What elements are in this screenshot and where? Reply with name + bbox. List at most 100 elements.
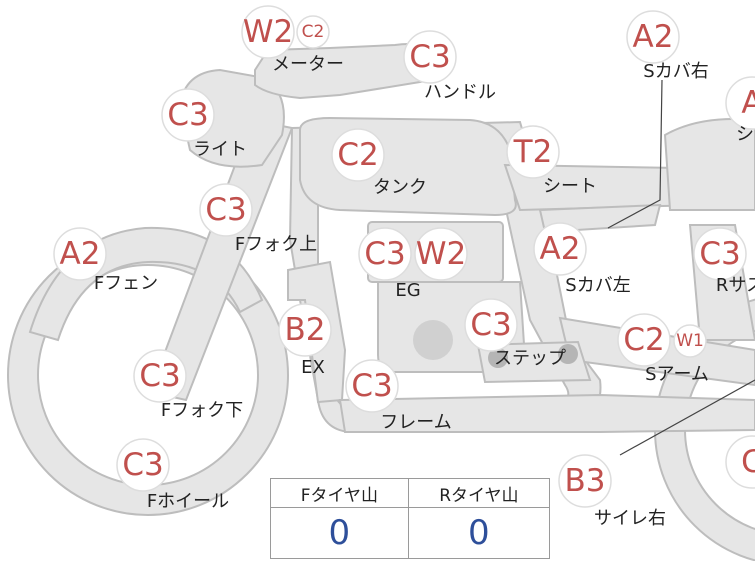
engine-cover-circle (413, 320, 453, 360)
r-wheel-badge-circle (725, 435, 755, 489)
footpeg-left (488, 348, 508, 368)
handle-badge-circle (403, 30, 457, 84)
s-cover-left-code-badge: A2 (533, 222, 587, 276)
s-cover-left-badge-circle (533, 222, 587, 276)
f-fork-upper-badge-circle (199, 183, 253, 237)
step-code-badge: C3 (464, 298, 518, 352)
tank-condition-code: C2 (337, 137, 378, 173)
handle-condition-code: C3 (409, 39, 450, 75)
f-wheel-condition-code: C3 (122, 447, 163, 483)
s-cover-right-condition-code: A2 (633, 19, 674, 55)
meter-badge-circle (296, 15, 330, 49)
f-fork-lower-label: Fフォク下 (161, 400, 243, 421)
footpeg-right (558, 344, 578, 364)
f-fork-upper-label: Fフォク上 (235, 234, 317, 255)
seat-badge-circle (506, 125, 560, 179)
f-wheel-code-badge: C3 (116, 438, 170, 492)
eg-badge-circle (358, 227, 412, 281)
seat-code-badge: T2 (506, 125, 560, 179)
seat-label: シート (543, 176, 597, 197)
eg-code-badge: C3 (358, 227, 412, 281)
f-fork-upper-code-badge: C3 (199, 183, 253, 237)
silencer-right-condition-code: B3 (565, 463, 606, 499)
f-fork-lower-condition-code: C3 (139, 358, 180, 394)
meter-code-badge: W2 (241, 5, 295, 59)
r-side-top-condition-code: A (741, 85, 755, 121)
step-condition-code: C3 (470, 307, 511, 343)
meter-label: メーター (272, 54, 344, 75)
seat-condition-code: T2 (513, 134, 553, 170)
s-arm-badge-circle (673, 324, 707, 358)
s-arm-condition-code: W1 (676, 331, 704, 351)
silencer-right-code-badge: B3 (558, 454, 612, 508)
f-fender-badge-circle (53, 227, 107, 281)
meter-condition-code: C2 (302, 22, 325, 42)
eg-condition-code: W2 (416, 236, 466, 272)
s-arm-code-badge: W1 (673, 324, 707, 358)
f-fork-lower-code-badge: C3 (133, 349, 187, 403)
light-condition-code: C3 (167, 97, 208, 133)
f-fender-code-badge: A2 (53, 227, 107, 281)
part-labels: メーターハンドルSカバ右シライトタンクシートFフォク上FフェンEGSカバ左Rサス… (94, 54, 755, 529)
step-label: ステップ (494, 348, 566, 369)
headlight-shape (178, 68, 285, 168)
r-sus-badge-circle (693, 227, 747, 281)
frame-condition-code: C3 (351, 368, 392, 404)
light-label: ライト (193, 139, 247, 160)
s-cover-right-badge-circle (626, 10, 680, 64)
r-side-top-label: シ (736, 124, 754, 145)
tank-shape (299, 116, 517, 217)
s-arm-condition-code: C2 (623, 322, 664, 358)
r-wheel-condition-code: C (741, 444, 755, 480)
f-fender-condition-code: A2 (60, 236, 101, 272)
r-wheel-code-badge: C (725, 435, 755, 489)
r-sus-label: Rサス (716, 275, 755, 296)
light-code-badge: C3 (161, 88, 215, 142)
frame-label: フレーム (380, 412, 451, 433)
eg-condition-code: C3 (364, 236, 405, 272)
f-wheel-label: Fホイール (147, 491, 229, 512)
ex-badge-circle (278, 303, 332, 357)
meter-condition-code: W2 (243, 14, 293, 50)
f-fork-lower-badge-circle (133, 349, 187, 403)
tank-badge-circle (331, 128, 385, 182)
s-arm-label: Sアーム (645, 364, 709, 385)
front-tire-header: Fタイヤ山 (270, 478, 409, 508)
s-cover-right-label: Sカバ右 (643, 61, 708, 82)
rear-tire-value: 0 (407, 507, 551, 559)
light-badge-circle (161, 88, 215, 142)
s-cover-right-code-badge: A2 (626, 10, 680, 64)
ex-condition-code: B2 (285, 312, 326, 348)
side-cover-right-shape (663, 118, 755, 211)
r-side-top-code-badge: A (725, 76, 755, 130)
r-sus-code-badge: C3 (693, 227, 747, 281)
front-tire-value: 0 (270, 507, 409, 559)
ex-label: EX (301, 357, 325, 378)
s-arm-badge-circle (617, 313, 671, 367)
f-wheel-badge-circle (116, 438, 170, 492)
s-arm-code-badge: C2 (617, 313, 671, 367)
handle-label: ハンドル (424, 82, 496, 103)
eg-label: EG (395, 280, 420, 301)
eg-badge-circle (414, 227, 468, 281)
eg-code-badge: W2 (414, 227, 468, 281)
meter-badge-circle (241, 5, 295, 59)
handle-code-badge: C3 (403, 30, 457, 84)
leader-silencer-right (619, 379, 755, 456)
s-cover-left-label: Sカバ左 (565, 275, 630, 296)
silencer-right-badge-circle (558, 454, 612, 508)
leader-s-cover-right (607, 79, 663, 229)
frame-badge-circle (345, 359, 399, 413)
tank-label: タンク (373, 177, 427, 198)
rear-tire-header: Rタイヤ山 (407, 478, 551, 508)
f-fork-upper-condition-code: C3 (205, 192, 246, 228)
s-cover-left-condition-code: A2 (540, 231, 581, 267)
step-badge-circle (464, 298, 518, 352)
meter-code-badge: C2 (296, 15, 330, 49)
silencer-right-label: サイレ右 (594, 508, 666, 529)
r-side-top-badge-circle (725, 76, 755, 130)
tire-tread-table: Fタイヤ山 Rタイヤ山 0 0 (270, 478, 551, 559)
frame-code-badge: C3 (345, 359, 399, 413)
